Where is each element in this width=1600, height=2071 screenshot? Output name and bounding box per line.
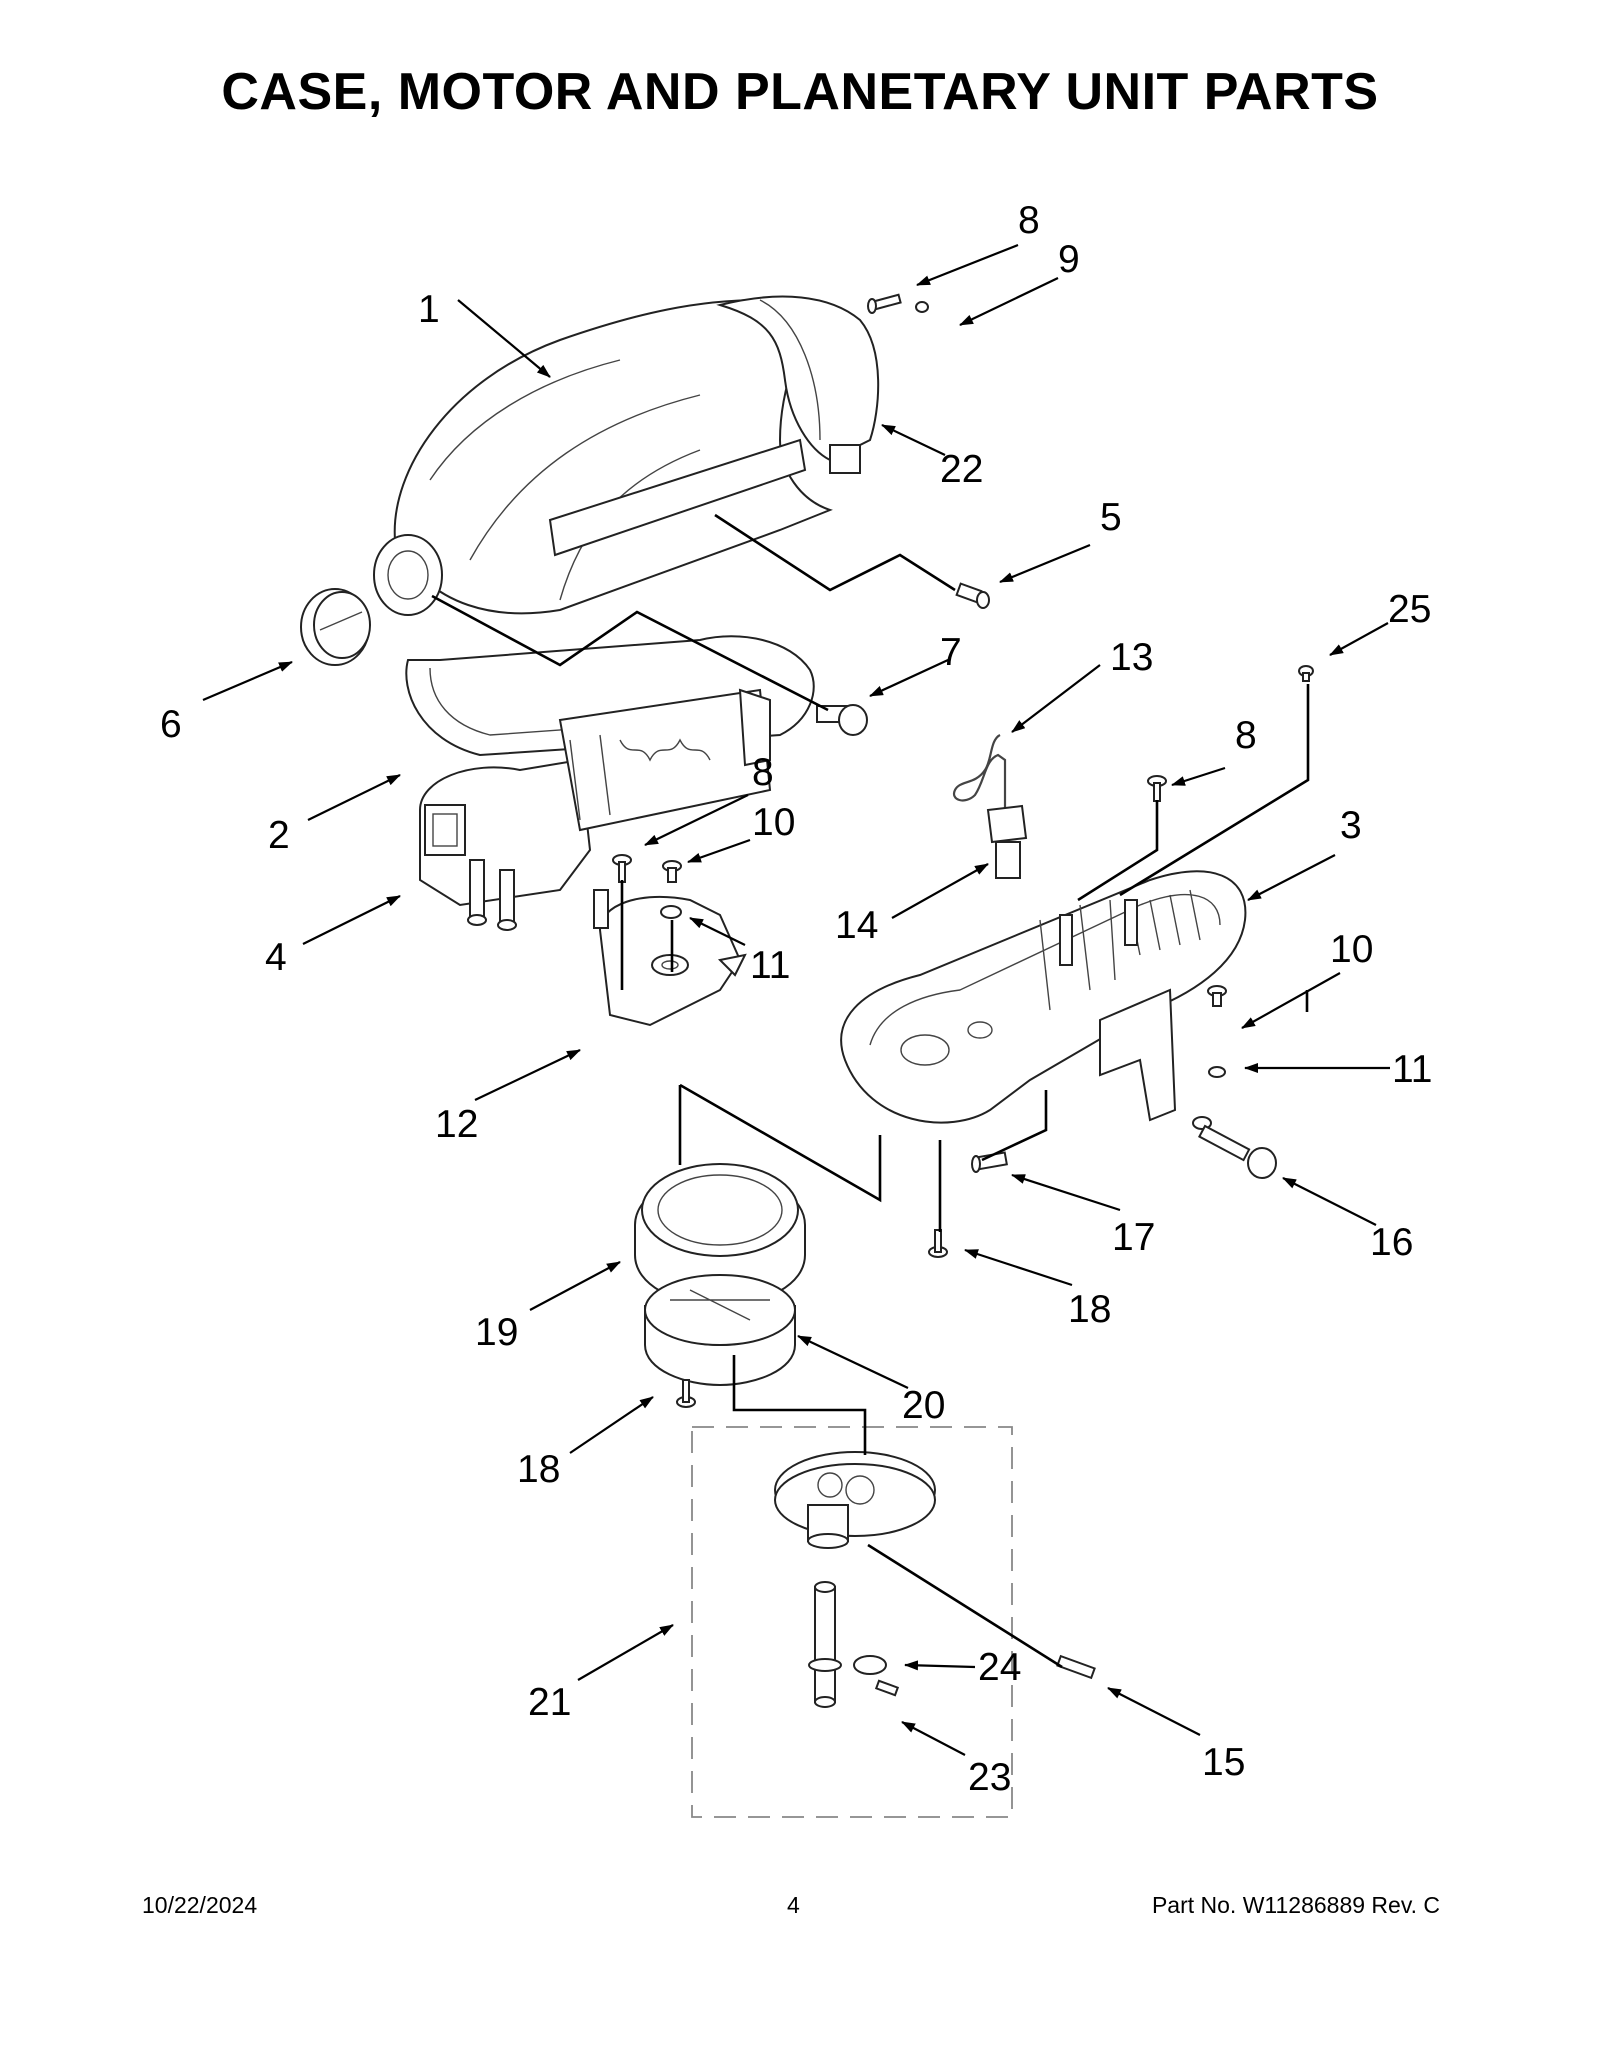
assembly-leader-lines (431, 513, 1310, 1669)
callout-arrows (202, 243, 1390, 1756)
part-8-screw-right (1147, 775, 1167, 802)
part-6-badge-cap (300, 588, 371, 666)
callout-2: 2 (268, 814, 290, 857)
callout-10-mid: 10 (752, 801, 795, 844)
page-title: CASE, MOTOR AND PLANETARY UNIT PARTS (221, 63, 1379, 121)
callout-8-right: 8 (1235, 714, 1257, 757)
part-7-knob (816, 704, 868, 736)
footer-part-number: Part No. W11286889 Rev. C (1151, 1892, 1440, 1918)
part-16-lever (1192, 1116, 1277, 1179)
part-23-pin (874, 1679, 900, 1697)
part-8-screw-mid (612, 854, 632, 883)
callout-23: 23 (968, 1756, 1011, 1799)
callout-7: 7 (940, 631, 962, 674)
callout-11-mid: 11 (750, 944, 791, 987)
callout-4: 4 (265, 936, 287, 979)
part-3-base (840, 870, 1247, 1124)
part-10-screw-mid (662, 860, 682, 883)
part-5-screw (955, 582, 990, 609)
callout-18-left: 18 (517, 1448, 560, 1491)
callout-labels: 1 8 9 22 5 25 6 7 13 8 3 2 8 10 4 14 11 … (160, 199, 1433, 1799)
part-4-motor-assembly (419, 688, 772, 931)
part-9-washer (915, 301, 929, 313)
part-12-gear-plate (593, 889, 747, 1027)
callout-19: 19 (475, 1311, 518, 1354)
part-14-switch (986, 804, 1028, 879)
part-24-retaining-ring (853, 1655, 887, 1675)
callout-25: 25 (1388, 588, 1431, 631)
footer-date: 10/22/2024 (142, 1892, 258, 1918)
part-18-screw-left (676, 1379, 696, 1408)
part-18-screw-right (928, 1229, 948, 1258)
callout-15: 15 (1202, 1741, 1245, 1784)
callout-11-right: 11 (1392, 1048, 1433, 1091)
callout-3: 3 (1340, 804, 1362, 847)
part-21-planetary-plate (774, 1451, 936, 1549)
callout-22: 22 (940, 448, 983, 491)
part-21-shaft (808, 1581, 842, 1708)
part-8-screw-top (867, 293, 902, 314)
part-11-ring-right (1208, 1066, 1226, 1078)
callout-20: 20 (902, 1384, 945, 1427)
callout-17: 17 (1112, 1216, 1155, 1259)
callout-12: 12 (435, 1103, 478, 1146)
part-13-wire-harness (952, 734, 1007, 810)
callout-18-right: 18 (1068, 1288, 1111, 1331)
callout-16: 16 (1370, 1221, 1413, 1264)
callout-8-mid: 8 (752, 751, 774, 794)
callout-14: 14 (835, 904, 878, 947)
part-1-motor-housing (373, 298, 833, 616)
callout-13: 13 (1110, 636, 1153, 679)
part-17-screw (971, 1151, 1008, 1173)
callout-21: 21 (528, 1681, 571, 1724)
part-21-assembly-boundary (691, 1426, 1013, 1818)
callout-24: 24 (978, 1646, 1021, 1689)
callout-10-right: 10 (1330, 928, 1373, 971)
part-25-screw (1298, 665, 1314, 682)
callout-5: 5 (1100, 496, 1122, 539)
part-22-rear-cover (716, 295, 880, 474)
part-11-ring-mid (660, 905, 682, 919)
part-20-planetary-housing (644, 1274, 796, 1387)
footer-page-number: 4 (787, 1892, 800, 1918)
part-15-pin (1056, 1654, 1096, 1680)
callout-9: 9 (1058, 238, 1080, 281)
callout-1: 1 (418, 288, 440, 331)
callout-6: 6 (160, 703, 182, 746)
part-10-screw-right (1207, 985, 1227, 1007)
callout-8-top: 8 (1018, 199, 1040, 242)
